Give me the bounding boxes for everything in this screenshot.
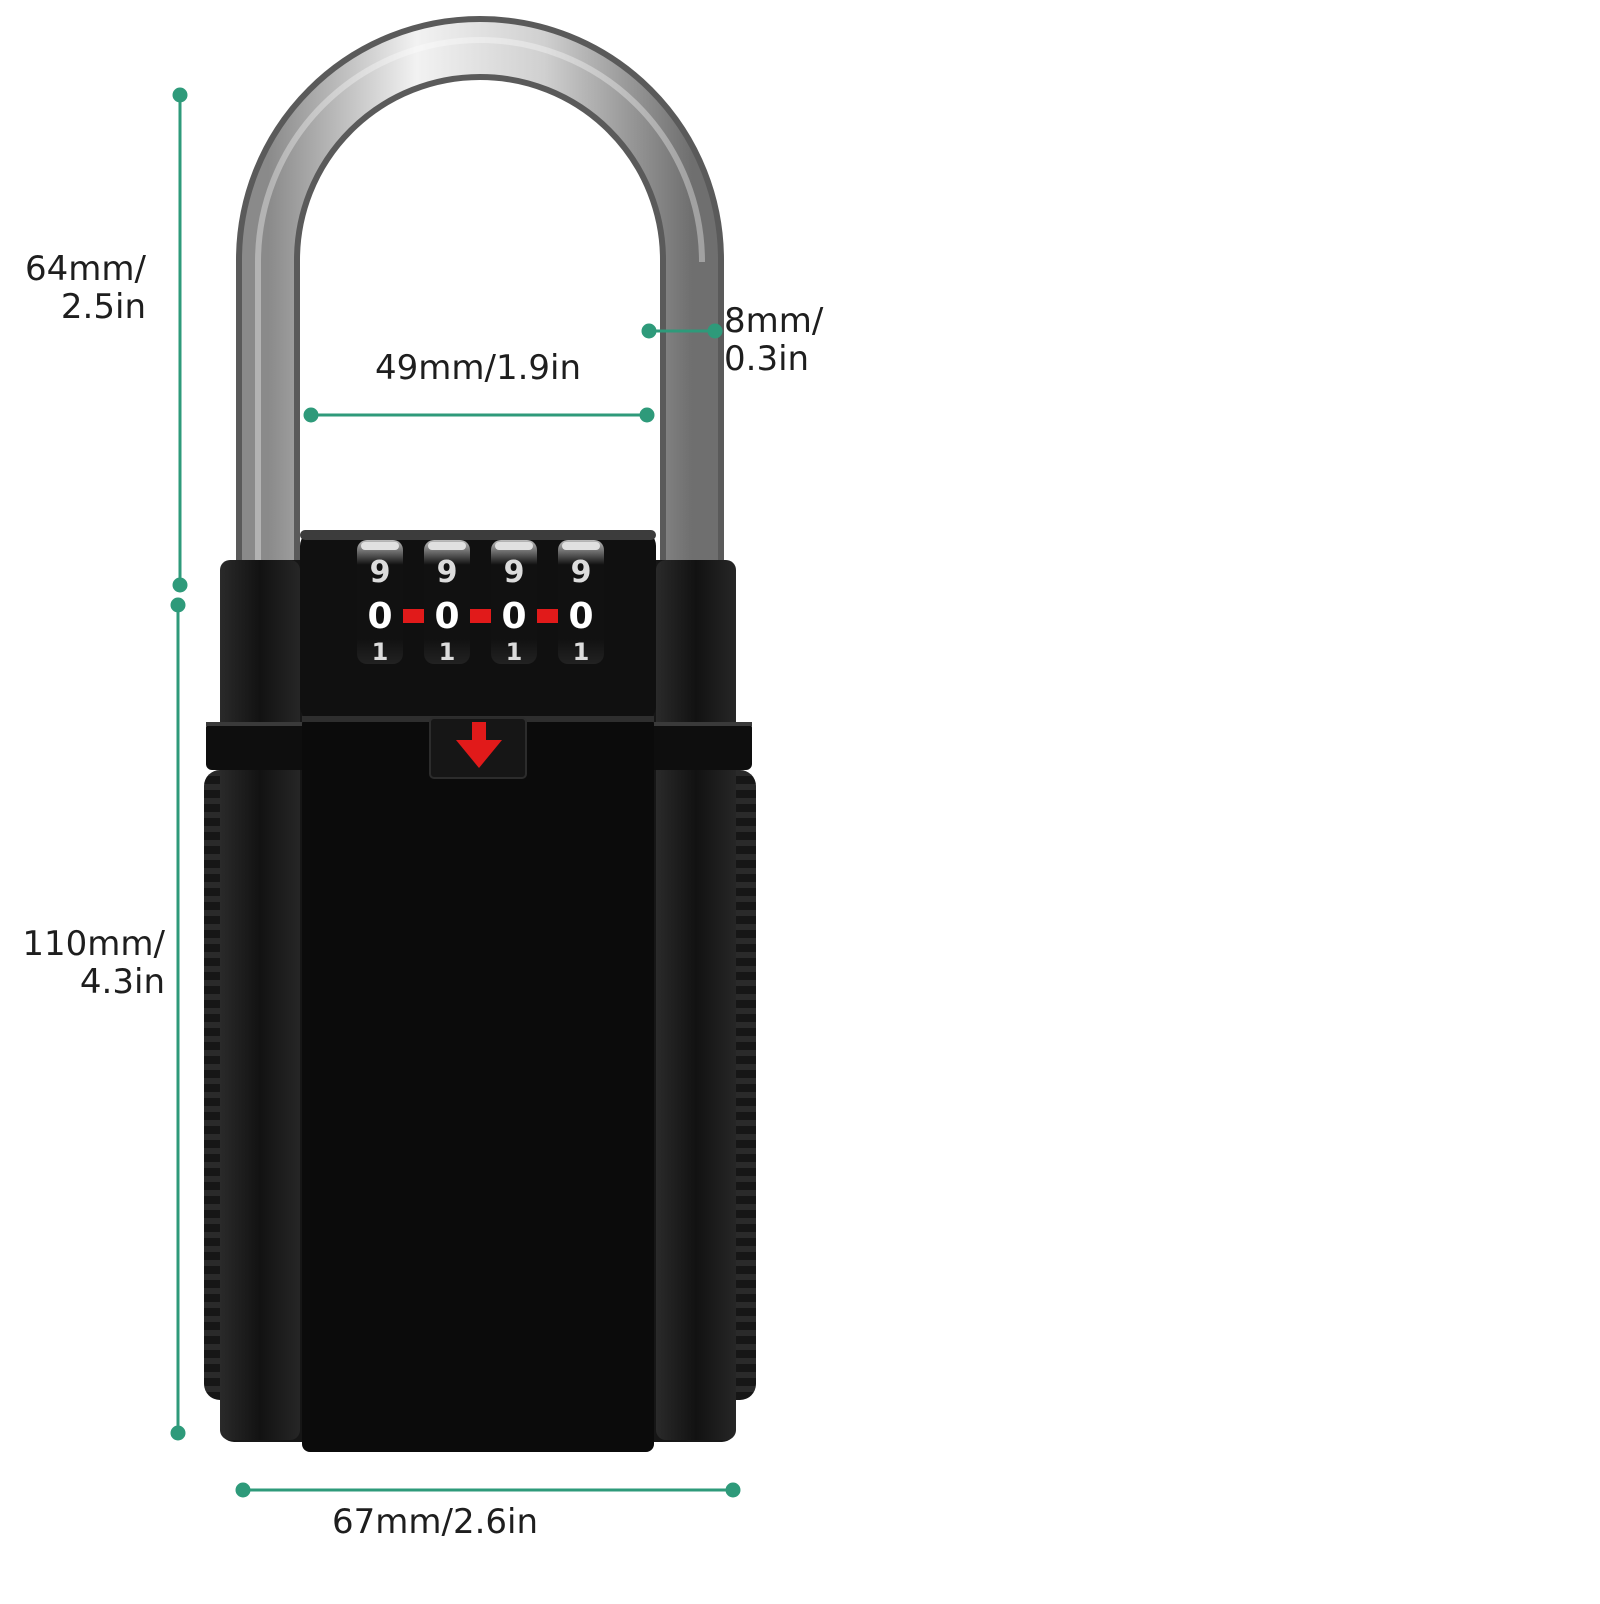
indicator-mark (470, 609, 491, 623)
shackle-height-label: 64mm/ 2.5in (14, 250, 146, 326)
shackle-width-value: 49mm/1.9in (375, 348, 582, 388)
body-height-value-mm: 110mm/ (22, 924, 165, 964)
shackle-thickness-value-in: 0.3in (724, 339, 810, 379)
shackle-height-value-in: 2.5in (60, 287, 146, 327)
dial-2-top-digit: 9 (437, 555, 458, 590)
arrow-down-icon (456, 722, 502, 768)
dial-4-bottom-digit: 1 (573, 638, 590, 666)
body-width-value: 67mm/2.6in (332, 1502, 539, 1542)
dimension-lines (170, 87, 741, 1498)
shackle (236, 16, 724, 580)
shackle-thickness-line (641, 323, 723, 339)
dial-3-current-digit: 0 (501, 596, 526, 637)
dial-3-bottom-digit: 1 (506, 638, 523, 666)
shackle-thickness-label: 8mm/ 0.3in (724, 302, 823, 378)
lock-body (204, 530, 756, 1452)
body-height-line (170, 597, 186, 1441)
dial-3-top-digit: 9 (504, 555, 525, 590)
shackle-height-line (172, 87, 188, 593)
dial-2[interactable]: 9 01 (424, 540, 470, 666)
shackle-width-label: 49mm/1.9in (375, 349, 581, 387)
dial-3[interactable]: 9 01 (491, 540, 537, 666)
dial-4[interactable]: 9 01 (558, 540, 604, 666)
shackle-height-value-mm: 64mm/ (25, 249, 146, 289)
shackle-thickness-value-mm: 8mm/ (724, 301, 824, 341)
shackle-width-line (303, 407, 655, 423)
body-width-label: 67mm/2.6in (332, 1503, 538, 1541)
body-width-line (235, 1482, 741, 1498)
dial-2-bottom-digit: 1 (439, 638, 456, 666)
dial-4-current-digit: 0 (568, 596, 593, 637)
dial-4-top-digit: 9 (571, 555, 592, 590)
indicator-mark (537, 609, 558, 623)
dial-1[interactable]: 9 01 (357, 540, 403, 666)
indicator-mark (403, 609, 424, 623)
dial-1-bottom-digit: 1 (372, 638, 389, 666)
body-height-value-in: 4.3in (79, 962, 165, 1002)
dial-1-top-digit: 9 (370, 555, 391, 590)
body-height-label: 110mm/ 4.3in (10, 925, 165, 1001)
dial-2-current-digit: 0 (434, 596, 459, 637)
dial-1-current-digit: 0 (367, 596, 392, 637)
